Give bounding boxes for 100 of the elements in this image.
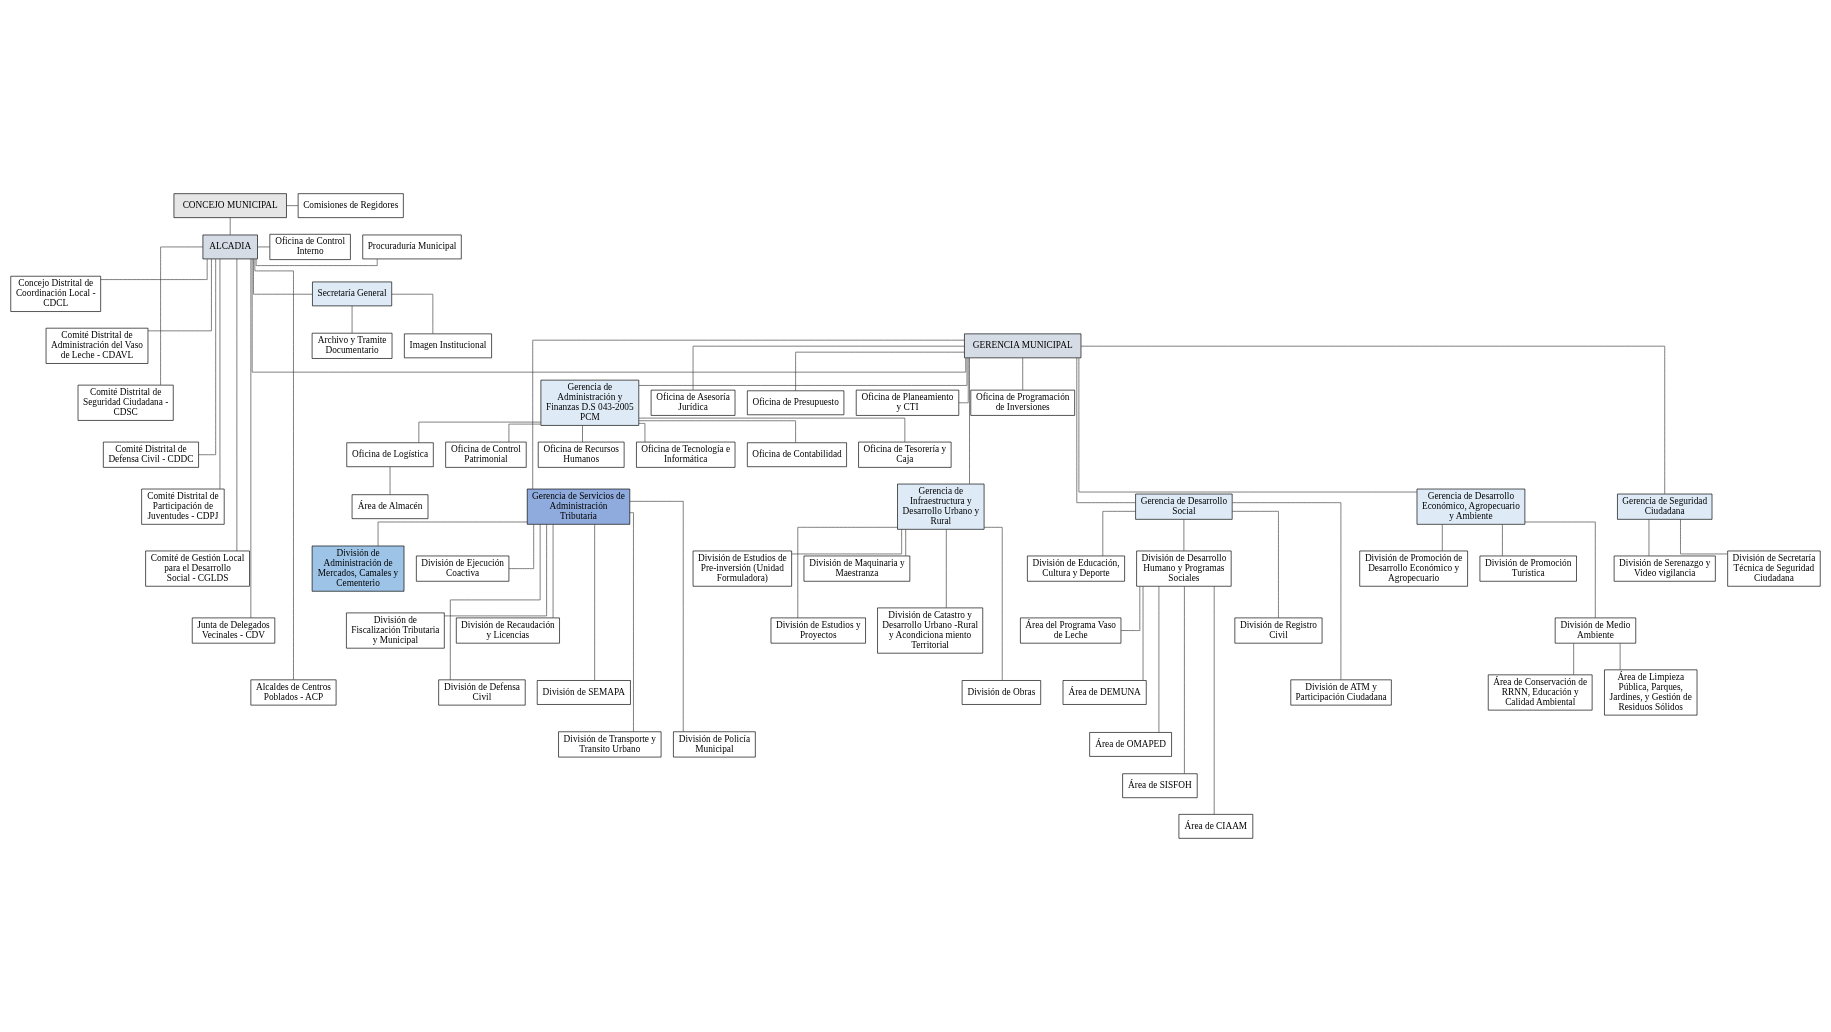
connector	[797, 527, 898, 619]
node-box: División de Policía Municipal	[673, 731, 756, 758]
node-box: División de Fiscalización Tributaria y Municipal	[346, 612, 445, 649]
connector	[795, 351, 965, 392]
connector	[449, 524, 541, 681]
connector	[629, 512, 634, 732]
connector	[1231, 511, 1279, 619]
node-box: Área de DEMUNA	[1062, 680, 1147, 705]
node-box: Alcaldes de Centros Poblados - ACP	[250, 679, 337, 706]
node-box: Secretaría General	[312, 281, 393, 307]
node-box: Comité Distrital de Administración del Vaso de Leche - CDAVL	[45, 327, 149, 364]
connector	[1441, 524, 1443, 552]
node-box: CONCEJO MUNICIPAL	[173, 193, 287, 218]
connector	[254, 258, 294, 680]
connector	[958, 357, 969, 404]
node-box: Oficina de Planeamiento y CTI	[855, 389, 960, 416]
node-box: Área de Almacén	[351, 494, 429, 519]
node-box: Oficina de Logística	[346, 442, 434, 468]
node-box: Comité de Gestión Local para el Desarrollo Social - CGLDS	[145, 550, 250, 587]
connector	[1158, 586, 1160, 733]
connector	[147, 258, 212, 332]
node-box: Gerencia de Infraestructura y Desarrollo Urbano y Rural	[897, 483, 985, 530]
connector	[905, 529, 907, 557]
connector	[250, 258, 252, 619]
connector	[1619, 643, 1621, 670]
node-box: Imagen Institucional	[404, 333, 492, 359]
node-box: Gerencia de Desarrollo Social	[1135, 493, 1233, 520]
connector	[1102, 511, 1136, 557]
node-box: Oficina de Asesoría Jurídica	[650, 389, 736, 416]
connector	[638, 423, 646, 443]
node-box: División de Secretaría Técnica de Seguridad Ciudadana	[1727, 550, 1821, 587]
connector	[351, 305, 353, 334]
connector	[508, 423, 541, 443]
connector	[1524, 521, 1596, 619]
node-box: División de Estudios de Pre-inversión (Unidad Formuladora)	[692, 550, 792, 587]
connector	[508, 524, 535, 569]
node-box: Comité Distrital de Seguridad Ciudadana - CDSC	[77, 384, 174, 421]
connector	[1680, 519, 1728, 555]
node-box: División de Promoción Turística	[1479, 555, 1577, 582]
connector	[1142, 586, 1144, 681]
node-box: Archivo y Tramite Documentario	[311, 332, 393, 359]
node-box: Oficina de Tecnología e Informática	[636, 441, 736, 468]
connector	[377, 521, 528, 547]
connector	[532, 339, 965, 490]
node-box: Oficina de Contabilidad	[747, 442, 847, 468]
node-box: Concejo Distrital de Coordinación Local - CDCL	[10, 275, 101, 312]
connector	[594, 524, 595, 681]
node-box: División de Defensa Civil	[438, 679, 526, 706]
node-box: Gerencia de Desarrollo Económico, Agropecuario y Ambiente	[1416, 488, 1526, 525]
connector	[100, 258, 208, 280]
node-box: División de Recaudación y Licencias	[455, 617, 560, 644]
node-box: Oficina de Control Interno	[269, 233, 351, 260]
node-box: División de Estudios y Proyectos	[770, 617, 866, 644]
connector	[444, 524, 547, 617]
node-box: División de Transporte y Transito Urbano	[558, 731, 662, 758]
connector	[251, 258, 967, 373]
node-box: Procuraduría Municipal	[362, 234, 462, 260]
node-box: División de Administración de Mercados, Camales y Cementerio	[311, 545, 405, 592]
connector	[791, 529, 902, 555]
node-box: Área de OMAPED	[1089, 732, 1172, 757]
connector	[198, 258, 216, 456]
connector	[945, 529, 947, 609]
node-box: Oficina de Programación de Inversiones	[970, 389, 1075, 416]
connector	[552, 524, 554, 619]
connector	[1213, 586, 1215, 815]
node-box: Comité Distrital de Participación de Juventudes - CDPJ	[141, 488, 225, 525]
connector	[1502, 524, 1503, 557]
node-box: Área del Programa Vaso de Leche	[1020, 617, 1122, 644]
node-box: División de Promoción de Desarrollo Económico y Agropecuario	[1359, 550, 1468, 587]
node-box: Área de Conservación de RRNN, Educación y Calidad Ambiental	[1487, 674, 1593, 711]
connector	[638, 420, 796, 443]
connector	[1184, 586, 1185, 774]
node-box: División de Medio Ambiente	[1554, 617, 1637, 644]
connector	[160, 246, 204, 386]
node-box: División de Catastro y Desarrollo Urbano -Rural y Acondiciona miento Territorial	[877, 607, 984, 654]
node-box: Área de CIAAM	[1178, 814, 1254, 839]
connector	[1078, 357, 1418, 493]
node-box: Gerencia de Administración y Finanzas D.S 043-2005 PCM	[540, 379, 640, 426]
node-box: División de Ejecución Coactiva	[416, 555, 510, 582]
node-box: Gerencia de Seguridad Ciudadana	[1617, 493, 1713, 520]
connector	[629, 501, 684, 733]
connector	[1573, 643, 1574, 676]
connector	[1080, 345, 1666, 495]
node-box: GERENCIA MUNICIPAL	[964, 333, 1082, 359]
connector	[257, 246, 271, 248]
node-box: Oficina de Tesorería y Caja	[858, 441, 952, 468]
node-box: Área de Limpieza Pública, Parques, Jardines, y Gestión de Residuos Sólidos	[1604, 669, 1698, 716]
node-box: Oficina de Control Patrimonial	[445, 441, 527, 468]
connector	[286, 205, 299, 206]
node-box: Oficina de Presupuesto	[747, 390, 845, 416]
connector	[236, 258, 238, 552]
connector	[692, 345, 965, 391]
node-box: Comisiones de Regidores	[297, 193, 404, 218]
node-box: Junta de Delegados Vecinales - CDV	[191, 617, 276, 644]
connector	[983, 527, 1003, 681]
connector	[638, 417, 906, 443]
connector	[969, 357, 970, 485]
node-box: División de SEMAPA	[536, 680, 631, 705]
node-box: División de Maquinaria y Maestranza	[803, 555, 911, 582]
connector	[219, 258, 221, 490]
